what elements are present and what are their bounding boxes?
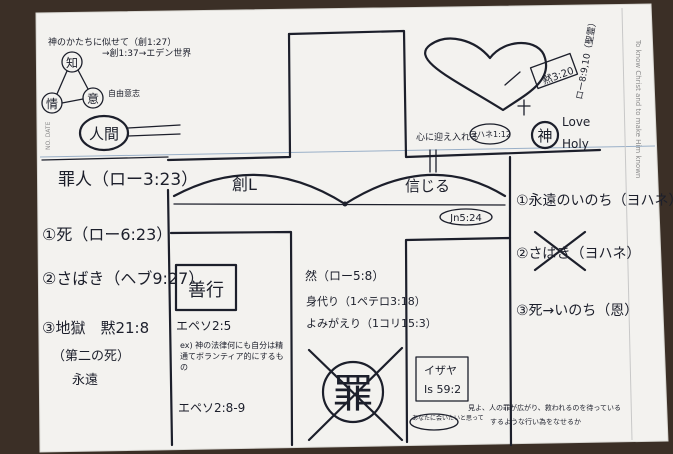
bottom-note-1: あなたに会いたいと思って — [412, 414, 484, 422]
cross-title: 然（ロー5:8） — [305, 268, 384, 283]
right-item-2: ②さばき（ヨハネ） — [516, 246, 641, 262]
eph-ref-2: エペソ2:8-9 — [178, 401, 245, 415]
bridge-center-dot — [343, 202, 348, 207]
god-label: 神 — [537, 127, 552, 145]
isaiah-title: イザヤ — [424, 364, 457, 377]
right-item-3: ③死→いのち（恩） — [516, 303, 638, 319]
love-label: Love — [562, 115, 590, 129]
good-works-label: 善行 — [188, 280, 224, 301]
notebook-motto: To know Christ and to make Him known — [634, 39, 642, 178]
circle-chi-label: 知 — [66, 56, 78, 70]
example-note-wrap: ex) 神の法律何にも自分は精通てボランティア的にするもの — [180, 340, 290, 400]
isaiah-ref: Is 59:2 — [424, 383, 461, 396]
sin-label: 罪 — [333, 371, 373, 417]
cross-line-1: 身代り（1ペテロ3:18） — [306, 294, 426, 308]
circle-i-label: 意 — [87, 91, 99, 106]
example-note: ex) 神の法律何にも自分は精通てボランティア的にするもの — [180, 340, 290, 373]
arch-right-label: 信じる — [405, 177, 450, 195]
cross-line-2: よみがえり（1コリ15:3） — [306, 316, 437, 330]
sinner-title: 罪人（ロー3:23） — [58, 170, 198, 190]
free-will-label: 自由意志 — [108, 88, 140, 98]
ref-label: Jn5:24 — [449, 213, 482, 224]
left-item-3-sub: （第二の死） — [52, 349, 130, 364]
left-item-2: ②さばき（ヘブ9:27） — [42, 269, 204, 288]
bottom-note-2: 見よ、人の罪が広がり、救われるのを待っている — [468, 403, 621, 412]
left-item-1: ①死（ロー6:23） — [42, 225, 172, 244]
notebook-stamp: NO. DATE — [45, 121, 52, 150]
arch-left-label: 創L — [232, 175, 257, 194]
left-item-3: ③地獄 黙21:8 — [42, 319, 149, 337]
top-left-line1: 神のかたちに似せて（創1:27） — [48, 36, 176, 48]
receive-label: 心に迎え入れる — [416, 131, 479, 143]
bottom-note-3: するような行い為をなせるか — [490, 417, 581, 426]
left-item-3-sub2: 永遠 — [72, 373, 98, 388]
eph-ref-1: エペソ2:5 — [176, 319, 231, 333]
person-label: 人間 — [89, 125, 119, 143]
circle-jo-label: 情 — [46, 97, 58, 111]
right-item-1: ①永遠のいのち（ヨハネ） — [516, 193, 673, 209]
top-left-line2: →創1:37→エデン世界 — [102, 47, 191, 59]
holy-label: Holy — [562, 137, 589, 151]
